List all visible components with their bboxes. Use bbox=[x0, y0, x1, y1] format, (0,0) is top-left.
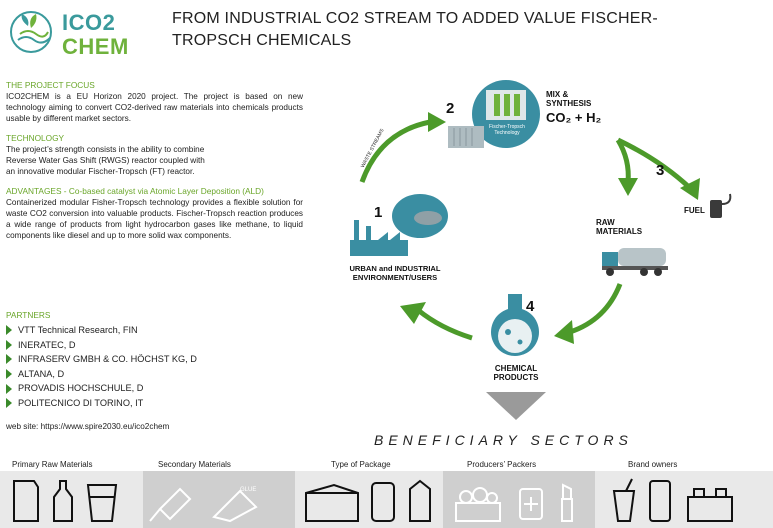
page-title: FROM INDUSTRIAL CO2 STREAM TO ADDED VALU… bbox=[172, 10, 658, 49]
label-package: Type of Package bbox=[331, 460, 391, 469]
label-packers: Producers’ Packers bbox=[467, 460, 537, 469]
glue-icon bbox=[212, 489, 258, 523]
bullet-triangle-icon bbox=[6, 383, 12, 394]
raw-label-line1: RAW bbox=[596, 218, 615, 227]
reactor-label: Fischer-Tropsch Technology bbox=[484, 124, 530, 136]
fuel-label: FUEL bbox=[684, 206, 705, 215]
arrow-waste-streams bbox=[359, 119, 431, 183]
partner-name: VTT Technical Research, FIN bbox=[18, 325, 138, 335]
bullet-triangle-icon bbox=[6, 325, 12, 336]
bullet-triangle-icon bbox=[6, 339, 12, 350]
down-arrow-icon bbox=[486, 392, 546, 420]
partner-name: INFRASERV GMBH & CO. HÖCHST KG, D bbox=[18, 354, 197, 365]
flask-icon bbox=[491, 294, 539, 356]
partner-item: PROVADIS HOCHSCHULE, D bbox=[6, 381, 197, 396]
cycle-svg bbox=[350, 80, 732, 420]
focus-text: ICO2CHEM is a EU Horizon 2020 project. T… bbox=[6, 92, 303, 123]
tech-text-1: The project’s strength consists in the a… bbox=[6, 145, 205, 154]
bullet-triangle-icon bbox=[6, 369, 12, 380]
partners-list: VTT Technical Research, FIN INERATEC, D … bbox=[6, 323, 197, 411]
step-4-number: 4 bbox=[526, 298, 535, 315]
process-diagram: 1 URBAN and INDUSTRIAL ENVIRONMENT/USERS… bbox=[300, 70, 773, 430]
adv-text: Containerized modular Fisher-Tropsch tec… bbox=[6, 198, 303, 240]
chem-label-line2: PRODUCTS bbox=[493, 373, 539, 382]
box-icon bbox=[305, 483, 359, 522]
label-primary: Primary Raw Materials bbox=[12, 460, 93, 469]
label-brand: Brand owners bbox=[628, 460, 678, 469]
reactor-label-line2: Technology bbox=[494, 130, 520, 136]
glue-text: GLUE bbox=[240, 487, 256, 493]
drink-icon bbox=[612, 478, 636, 522]
logo-line1: ICO2 bbox=[62, 10, 116, 35]
lipstick-icon bbox=[561, 483, 573, 522]
adv-heading: ADVANTAGES - Co-based catalyst via Atomi… bbox=[6, 186, 264, 196]
lego-brick-icon bbox=[687, 488, 733, 522]
reactor-label-line1: Fischer-Tropsch bbox=[489, 124, 525, 130]
raw-label-line2: MATERIALS bbox=[596, 227, 643, 236]
users-label-line1: URBAN and INDUSTRIAL bbox=[349, 264, 441, 273]
partner-item: INERATEC, D bbox=[6, 338, 197, 353]
arrow-to-chemical bbox=[569, 283, 623, 335]
beneficiary-sectors-heading: BENEFICIARY SECTORS bbox=[374, 432, 633, 448]
carton-icon bbox=[409, 479, 431, 522]
focus-heading: THE PROJECT FOCUS bbox=[6, 80, 95, 90]
users-label: URBAN and INDUSTRIAL ENVIRONMENT/USERS bbox=[330, 264, 460, 282]
raw-materials-label: RAW MATERIALS bbox=[596, 218, 642, 236]
sector-labels: Primary Raw Materials Secondary Material… bbox=[0, 460, 773, 472]
arrow-to-users bbox=[416, 308, 473, 341]
partner-item: POLITECNICO DI TORINO, IT bbox=[6, 396, 197, 411]
medicine-icon bbox=[519, 488, 543, 520]
step-3-number: 3 bbox=[656, 162, 665, 179]
chemical-products-label: CHEMICAL PRODUCTS bbox=[476, 364, 556, 382]
arrowhead-1 bbox=[428, 112, 446, 132]
arrowhead-fuel bbox=[680, 178, 700, 200]
mix-label-line2: SYNTHESIS bbox=[546, 99, 592, 108]
arrowhead-users bbox=[400, 302, 426, 324]
label-secondary: Secondary Materials bbox=[158, 460, 231, 469]
partner-name: PROVADIS HOCHSCHULE, D bbox=[18, 383, 144, 394]
mix-label-line1: MIX & bbox=[546, 90, 569, 99]
arrow-to-fuel bbox=[616, 137, 692, 190]
partners-heading: PARTNERS bbox=[6, 310, 51, 320]
sector-band bbox=[0, 471, 773, 528]
tech-heading: TECHNOLOGY bbox=[6, 133, 65, 143]
produce-crate-icon bbox=[455, 487, 501, 522]
phone-icon bbox=[649, 480, 671, 522]
partner-item: INFRASERV GMBH & CO. HÖCHST KG, D bbox=[6, 352, 197, 367]
partner-name: INERATEC, D bbox=[18, 339, 76, 350]
fuel-pump-icon bbox=[710, 193, 732, 218]
paper-icon bbox=[13, 480, 39, 522]
cup-icon bbox=[86, 484, 118, 522]
sector-icons: GLUE bbox=[13, 478, 733, 523]
container-icon bbox=[448, 126, 484, 148]
tech-text-3: an innovative modular Fischer-Tropsch (F… bbox=[6, 167, 195, 176]
partner-name: ALTANA, D bbox=[18, 368, 65, 379]
bottle-icon bbox=[53, 480, 73, 522]
factory-icon bbox=[350, 220, 408, 256]
logo-mark-icon bbox=[10, 11, 52, 53]
mix-label: MIX & SYNTHESIS bbox=[546, 90, 591, 108]
arrowhead-raw bbox=[618, 178, 638, 196]
users-label-line2: ENVIRONMENT/USERS bbox=[352, 273, 438, 282]
bullet-triangle-icon bbox=[6, 354, 12, 365]
website-link[interactable]: web site: https://www.spire2030.eu/ico2c… bbox=[6, 422, 170, 431]
step-2-number: 2 bbox=[446, 100, 455, 117]
chem-label-line1: CHEMICAL bbox=[494, 364, 538, 373]
truck-icon bbox=[602, 248, 668, 276]
partner-item: VTT Technical Research, FIN bbox=[6, 323, 197, 338]
can-icon bbox=[371, 482, 395, 522]
left-column: THE PROJECT FOCUS ICO2CHEM is a EU Horiz… bbox=[6, 80, 303, 241]
bullet-triangle-icon bbox=[6, 398, 12, 409]
partner-item: ALTANA, D bbox=[6, 367, 197, 382]
paint-brush-icon bbox=[149, 487, 192, 522]
logo-line2: CHEM bbox=[62, 34, 129, 59]
step-1-number: 1 bbox=[374, 204, 383, 221]
logo: ICO2 CHEM bbox=[6, 6, 166, 59]
arrowhead-chemical bbox=[554, 320, 574, 344]
tech-text-2: Reverse Water Gas Shift (RWGS) reactor c… bbox=[6, 156, 205, 165]
formula-label: CO₂ + H₂ bbox=[546, 110, 602, 125]
partner-name: POLITECNICO DI TORINO, IT bbox=[18, 397, 144, 408]
